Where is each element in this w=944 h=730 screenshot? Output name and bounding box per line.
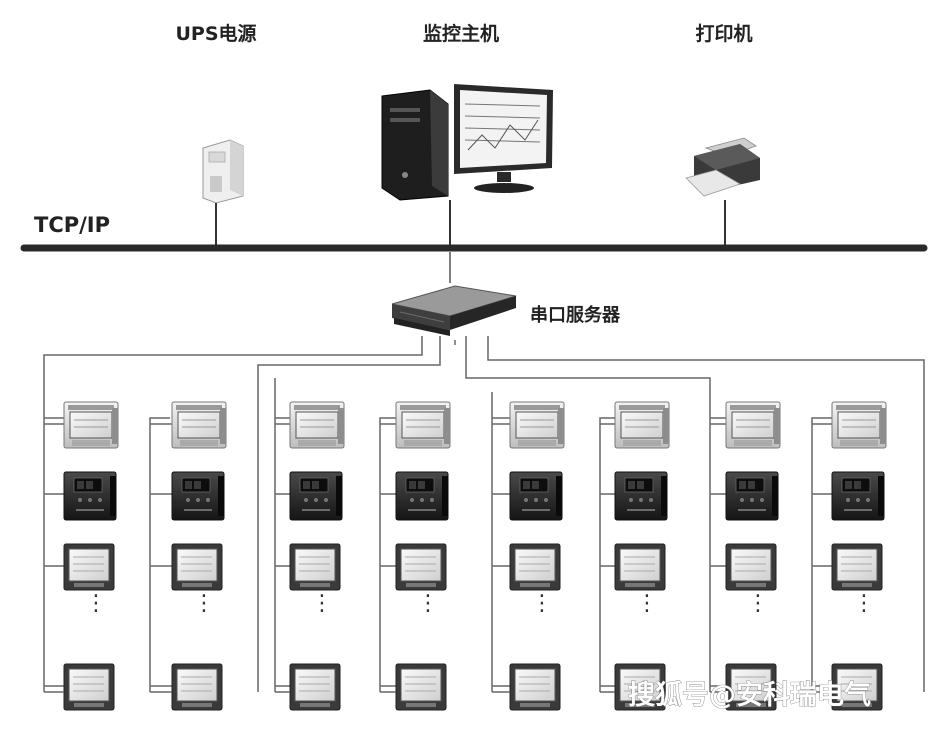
- meter-panel-icon: [395, 663, 447, 711]
- meter-panel-icon: [289, 543, 341, 591]
- meter-display-icon: [509, 401, 565, 449]
- serial-server-icon: [391, 285, 517, 336]
- meter-panel-icon: [509, 543, 561, 591]
- meter-dark-icon: [171, 471, 225, 521]
- ups-icon: [202, 139, 244, 204]
- meter-dark-icon: [614, 471, 668, 521]
- meter-panel-icon: [614, 543, 666, 591]
- ups-label: UPS电源: [175, 22, 256, 45]
- meter-columns: ⋮ ⋮ ⋮ ⋮ ⋮ ⋮ ⋮ ⋮: [44, 401, 887, 711]
- meter-dark-icon: [63, 471, 117, 521]
- meter-column: ⋮: [149, 401, 227, 711]
- monitor-icon: [454, 84, 553, 193]
- server-output-leads: [43, 336, 925, 692]
- meter-display-icon: [63, 401, 119, 449]
- meter-dark-icon: [289, 471, 343, 521]
- host-label: 监控主机: [423, 22, 499, 45]
- meter-panel-icon: [509, 663, 561, 711]
- serial-server-label: 串口服务器: [530, 304, 621, 326]
- meter-panel-icon: [831, 543, 883, 591]
- meter-column: ⋮: [599, 401, 670, 711]
- meter-dark-icon: [395, 471, 449, 521]
- meter-panel-icon: [63, 543, 115, 591]
- meter-panel-icon: [395, 543, 447, 591]
- column-bus-line: [811, 417, 832, 692]
- meter-column: ⋮: [710, 401, 781, 711]
- meter-display-icon: [831, 401, 887, 449]
- meter-display-icon: [614, 401, 670, 449]
- ellipsis-dots: ⋮: [853, 591, 875, 616]
- ellipsis-dots: ⋮: [85, 591, 107, 616]
- watermark-text: 搜狐号@安科瑞电气: [628, 680, 871, 711]
- meter-panel-icon: [171, 543, 223, 591]
- column-bus-line: [379, 417, 400, 692]
- meter-column: ⋮: [811, 401, 887, 711]
- ellipsis-dots: ⋮: [311, 591, 333, 616]
- meter-display-icon: [395, 401, 451, 449]
- meter-panel-icon: [725, 543, 777, 591]
- ellipsis-dots: ⋮: [636, 591, 658, 616]
- ellipsis-dots: ⋮: [747, 591, 769, 616]
- meter-column: ⋮: [492, 401, 565, 711]
- meter-panel-icon: [171, 663, 223, 711]
- meter-column: ⋮: [275, 401, 345, 711]
- ellipsis-dots: ⋮: [193, 591, 215, 616]
- meter-column: ⋮: [44, 401, 119, 711]
- meter-dark-icon: [509, 471, 563, 521]
- meter-panel-icon: [289, 663, 341, 711]
- printer-label: 打印机: [695, 22, 752, 45]
- ellipsis-dots: ⋮: [417, 591, 439, 616]
- computer-tower-icon: [381, 89, 449, 201]
- printer-icon: [685, 137, 760, 197]
- meter-column: ⋮: [379, 401, 451, 711]
- ellipsis-dots: ⋮: [531, 591, 553, 616]
- meter-display-icon: [725, 401, 781, 449]
- column-bus-line: [599, 417, 620, 692]
- network-label: TCP/IP: [34, 213, 110, 237]
- meter-panel-icon: [63, 663, 115, 711]
- meter-display-icon: [289, 401, 345, 449]
- column-bus-line: [149, 417, 170, 692]
- meter-dark-icon: [831, 471, 885, 521]
- meter-dark-icon: [725, 471, 779, 521]
- meter-display-icon: [171, 401, 227, 449]
